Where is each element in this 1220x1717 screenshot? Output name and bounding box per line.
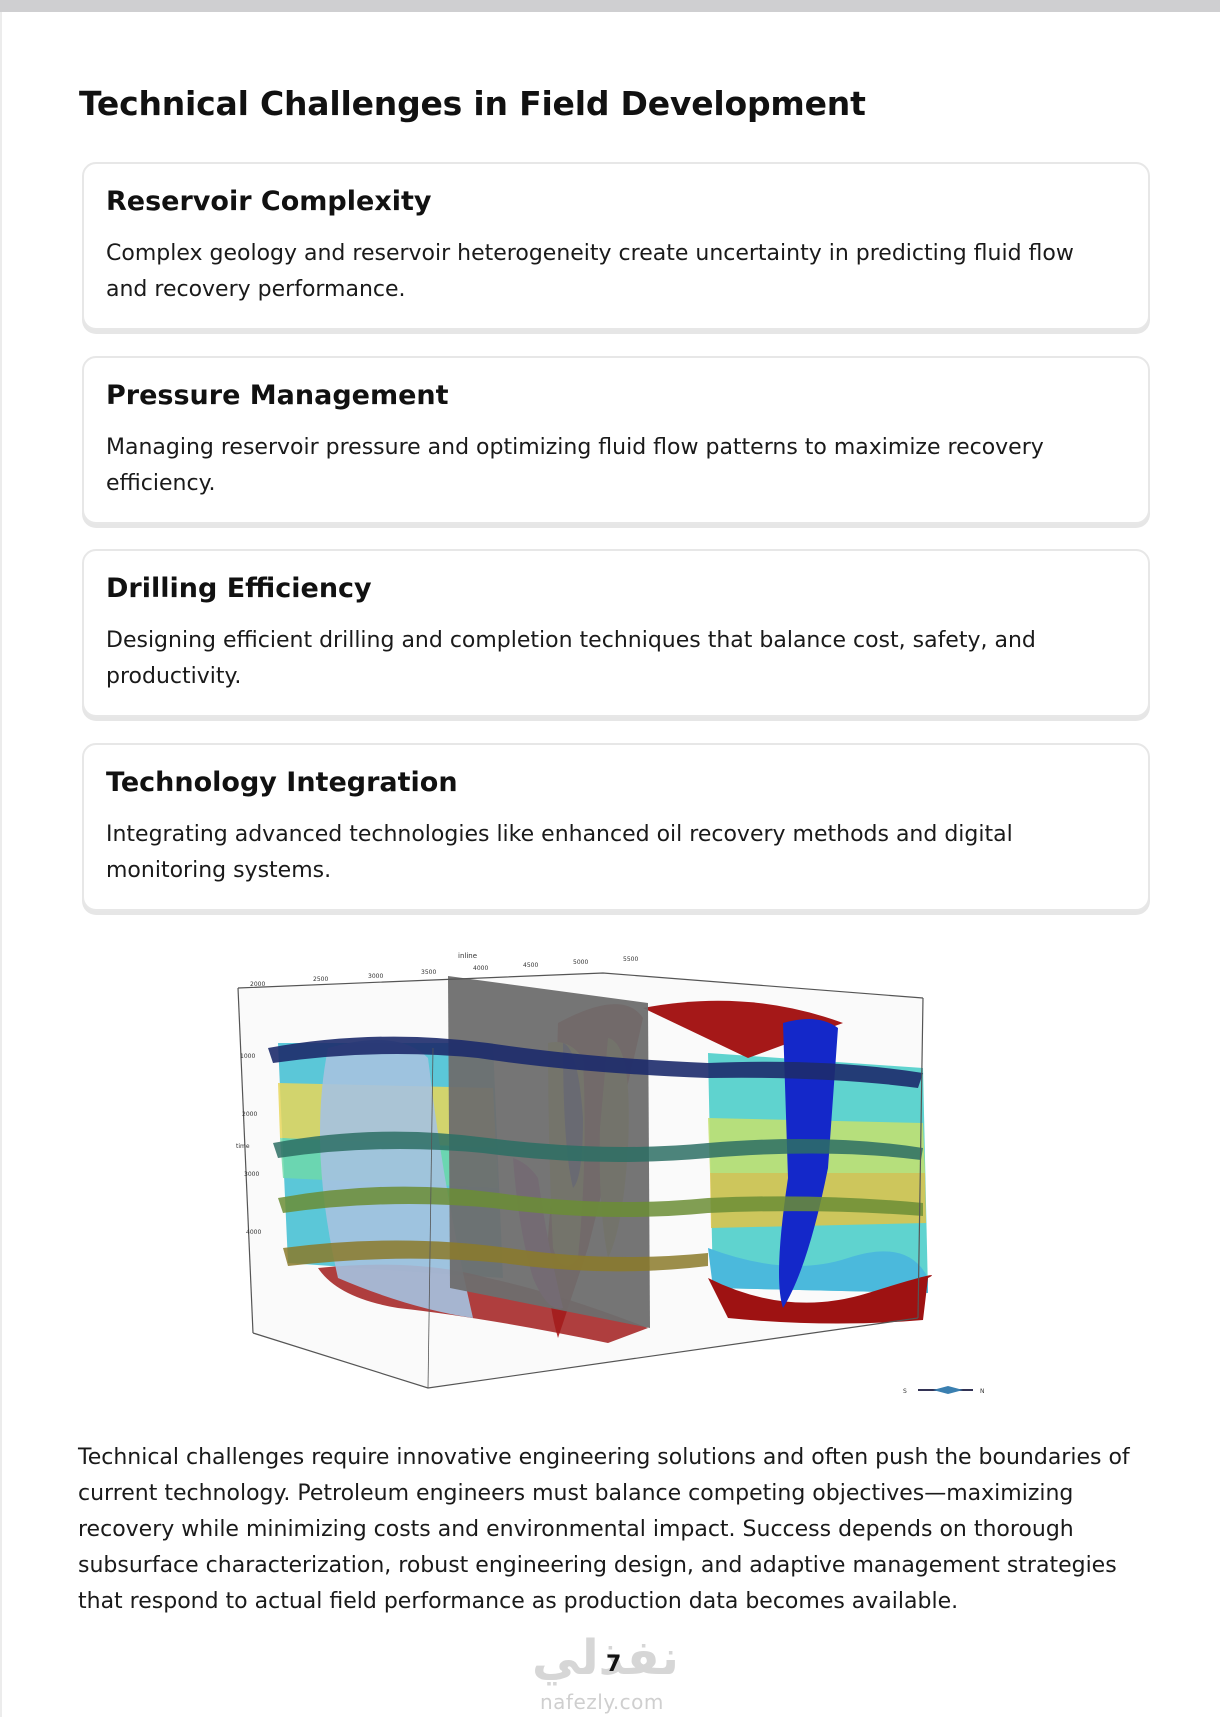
top-tick: 3000 [368,973,383,980]
svg-text:S: S [903,1388,907,1395]
card-text: Designing efficient drilling and complet… [106,628,1036,689]
page-title: Technical Challenges in Field Developmen… [79,84,866,123]
card-text: Complex geology and reservoir heterogene… [106,241,1074,302]
card-title: Pressure Management [106,380,449,411]
left-axis-label: time [236,1143,250,1150]
watermark-logo: نفذلي [532,1630,679,1686]
top-tick: 4500 [523,962,538,969]
card-title: Drilling Efficiency [106,573,372,604]
card-title: Technology Integration [106,767,458,798]
top-tick: 2000 [250,981,265,988]
top-bar [0,0,1220,12]
left-tick: 1000 [240,1053,255,1060]
svg-text:N: N [980,1388,985,1395]
top-tick: 4000 [473,965,488,972]
card-drilling-efficiency: Drilling Efficiency Designing efficient … [82,549,1150,717]
card-reservoir-complexity: Reservoir Complexity Complex geology and… [82,162,1150,330]
card-title: Reservoir Complexity [106,186,432,217]
top-tick: 3500 [421,969,436,976]
card-pressure-management: Pressure Management Managing reservoir p… [82,356,1150,524]
left-tick: 2000 [242,1111,257,1118]
left-tick: 4000 [246,1229,261,1236]
left-tick: 3000 [244,1171,259,1178]
top-axis-label: inline [458,952,477,960]
top-tick: 5500 [623,956,638,963]
card-technology-integration: Technology Integration Integrating advan… [82,743,1150,911]
top-tick: 2500 [313,976,328,983]
watermark-url: nafezly.com [540,1690,664,1714]
reservoir-3d-model-figure: inline 2000 2500 3000 3500 4000 4500 500… [236,952,985,1395]
page-number: 7 [606,1652,622,1677]
top-tick: 5000 [573,959,588,966]
body-paragraph: Technical challenges require innovative … [78,1445,1130,1614]
document-page: Technical Challenges in Field Developmen… [2,12,1220,1717]
compass-icon: S N [903,1386,985,1395]
card-text: Managing reservoir pressure and optimizi… [106,435,1044,496]
card-text: Integrating advanced technologies like e… [106,822,1013,883]
